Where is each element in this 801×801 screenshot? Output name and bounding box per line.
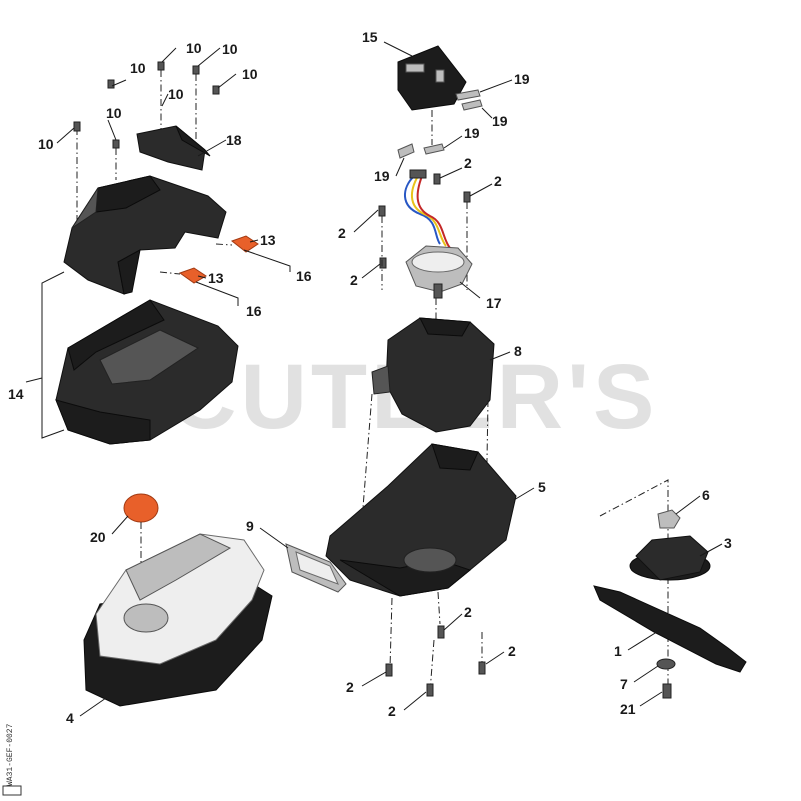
callout-20: 20 (90, 529, 106, 545)
part-chassis-base (55, 299, 239, 445)
part-19-terminals (397, 89, 483, 159)
part-5-blade-housing (325, 443, 517, 597)
callout-4: 4 (66, 710, 74, 726)
callout-17: 17 (486, 295, 502, 311)
callout-5: 5 (538, 479, 546, 495)
part-3-fan (629, 535, 711, 581)
part-15-circuit-board (397, 45, 467, 111)
callout-2: 2 (350, 272, 358, 288)
callout-2: 2 (388, 703, 396, 719)
callout-16: 16 (296, 268, 312, 284)
callout-7: 7 (620, 676, 628, 692)
part-upper-chassis (63, 175, 227, 295)
callout-2: 2 (464, 604, 472, 620)
callout-8: 8 (514, 343, 522, 359)
callout-10: 10 (38, 136, 54, 152)
callout-10: 10 (168, 86, 184, 102)
callout-19: 19 (514, 71, 530, 87)
callout-13: 13 (260, 232, 276, 248)
callout-16: 16 (246, 303, 262, 319)
callout-labels: 10 10 10 10 10 10 10 18 13 13 16 16 14 2… (8, 29, 732, 726)
callout-2: 2 (508, 643, 516, 659)
part-4-outer-cover (83, 533, 273, 707)
leader-lines (56, 41, 723, 717)
callout-2: 2 (494, 173, 502, 189)
wiring-harness (404, 169, 451, 249)
part-8-motor-mount (361, 317, 495, 521)
callout-10: 10 (222, 41, 238, 57)
callout-19: 19 (464, 125, 480, 141)
drawing-code: WA31-GEF-0027 (6, 723, 15, 786)
callout-6: 6 (702, 487, 710, 503)
part-21-bolt (662, 683, 672, 699)
part-2-base-screws (385, 591, 486, 697)
callout-2: 2 (464, 155, 472, 171)
part-7-washer (656, 658, 676, 670)
callout-21: 21 (620, 701, 636, 717)
callout-2: 2 (346, 679, 354, 695)
callout-15: 15 (362, 29, 378, 45)
callout-3: 3 (724, 535, 732, 551)
part-14-bracket (25, 271, 65, 439)
part-18-cover-plate (136, 125, 211, 171)
callout-19: 19 (374, 168, 390, 184)
callout-1: 1 (614, 643, 622, 659)
part-17-motor (405, 245, 473, 430)
part-13-orange-clips (159, 235, 259, 284)
callout-13: 13 (208, 270, 224, 286)
callout-19: 19 (492, 113, 508, 129)
callout-10: 10 (130, 60, 146, 76)
callout-14: 14 (8, 386, 24, 402)
part-2-motor-screws (378, 173, 471, 290)
callout-9: 9 (246, 518, 254, 534)
callout-10: 10 (106, 105, 122, 121)
drawing-code-box (2, 785, 22, 796)
callout-10: 10 (242, 66, 258, 82)
part-6-nut (657, 509, 681, 529)
callout-10: 10 (186, 40, 202, 56)
callout-2: 2 (338, 225, 346, 241)
part-1-blade (593, 585, 747, 673)
callout-18: 18 (226, 132, 242, 148)
part-9-bracket (285, 543, 347, 593)
